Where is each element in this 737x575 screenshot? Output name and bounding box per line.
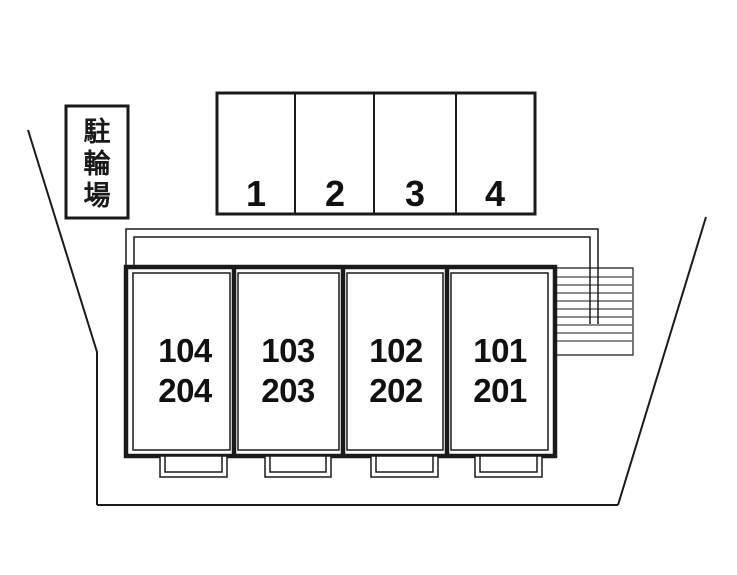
unit-number-102: 102 (369, 332, 423, 369)
bicycle-parking-char-3: 場 (84, 181, 111, 212)
unit-number-104: 104 (158, 332, 213, 369)
car-parking: 1 2 3 4 (215, 91, 537, 216)
unit-number-201: 201 (473, 372, 527, 409)
stair-outline (555, 267, 634, 356)
balcony-104 (159, 455, 228, 478)
parking-space-4: 4 (485, 173, 505, 214)
bicycle-parking-char-1: 駐 (84, 117, 111, 148)
corridor-inner (133, 236, 591, 324)
balcony-101 (474, 455, 543, 478)
unit-104-204 (132, 272, 231, 451)
unit-number-203: 203 (261, 372, 315, 409)
parking-space-1: 1 (246, 173, 266, 214)
bicycle-parking: 駐 輪 場 (64, 104, 130, 220)
building-outline (123, 264, 558, 459)
unit-101-201 (450, 272, 549, 451)
car-parking-outline (215, 91, 537, 216)
site-boundary-left (27, 129, 98, 505)
unit-number-103: 103 (261, 332, 315, 369)
parking-space-3: 3 (405, 173, 425, 214)
unit-number-202: 202 (369, 372, 423, 409)
unit-number-101: 101 (473, 332, 527, 369)
unit-103-203 (237, 272, 340, 451)
apartment-building: 104 204 103 203 102 202 101 201 (123, 264, 558, 459)
unit-number-204: 204 (158, 372, 213, 409)
bicycle-parking-box (64, 104, 130, 220)
balcony-103 (264, 455, 332, 478)
site-boundary-right (617, 216, 707, 506)
staircase (555, 267, 634, 356)
bicycle-parking-char-2: 輪 (84, 148, 112, 180)
balcony-102 (370, 455, 439, 478)
balconies (159, 455, 543, 478)
unit-102-202 (346, 272, 444, 451)
site-boundary (27, 129, 707, 506)
parking-space-2: 2 (325, 173, 345, 214)
